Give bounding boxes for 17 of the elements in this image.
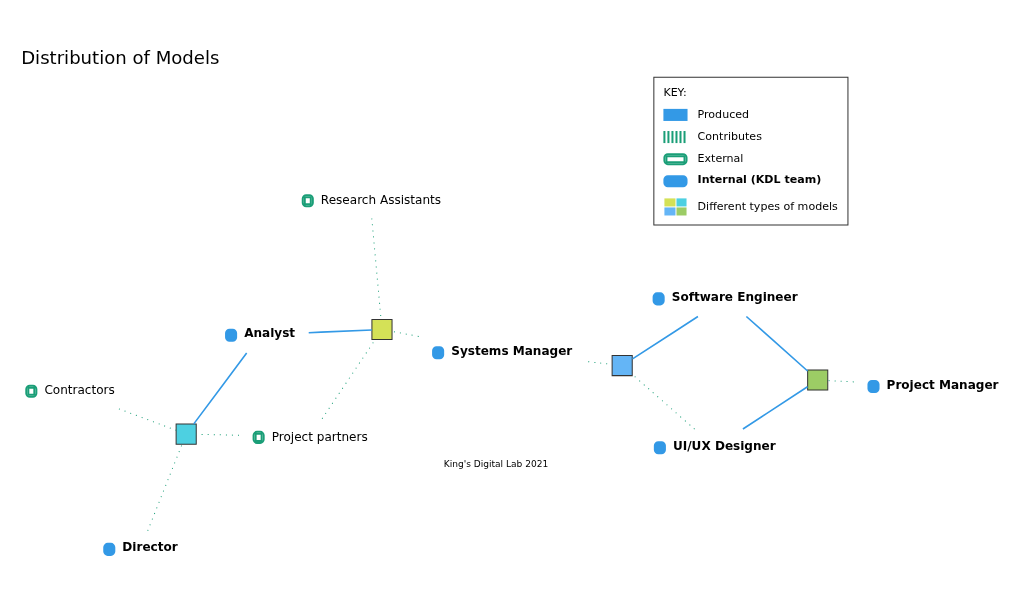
node-label: Analyst <box>244 326 296 341</box>
legend-label: External <box>697 151 744 165</box>
node-label: Systems Manager <box>451 343 573 358</box>
node-label: Director <box>122 540 178 555</box>
diagram-title: Distribution of Models <box>21 46 220 68</box>
label: KEY: <box>663 85 687 99</box>
node-label: Project Manager <box>886 377 999 392</box>
legend-label: Internal (KDL team) <box>697 173 822 187</box>
node-label: Contractors <box>44 383 115 398</box>
node-label: Software Engineer <box>671 289 798 304</box>
label: King's Digital Lab 2021 <box>443 458 549 469</box>
node-label: UI/UX Designer <box>672 438 776 453</box>
node-label: Project partners <box>271 429 368 444</box>
legend-label: Different types of models <box>697 199 838 213</box>
legend-label: Produced <box>697 107 750 121</box>
legend-label: Contributes <box>697 129 762 143</box>
node-label: Research Assistants <box>320 192 442 207</box>
